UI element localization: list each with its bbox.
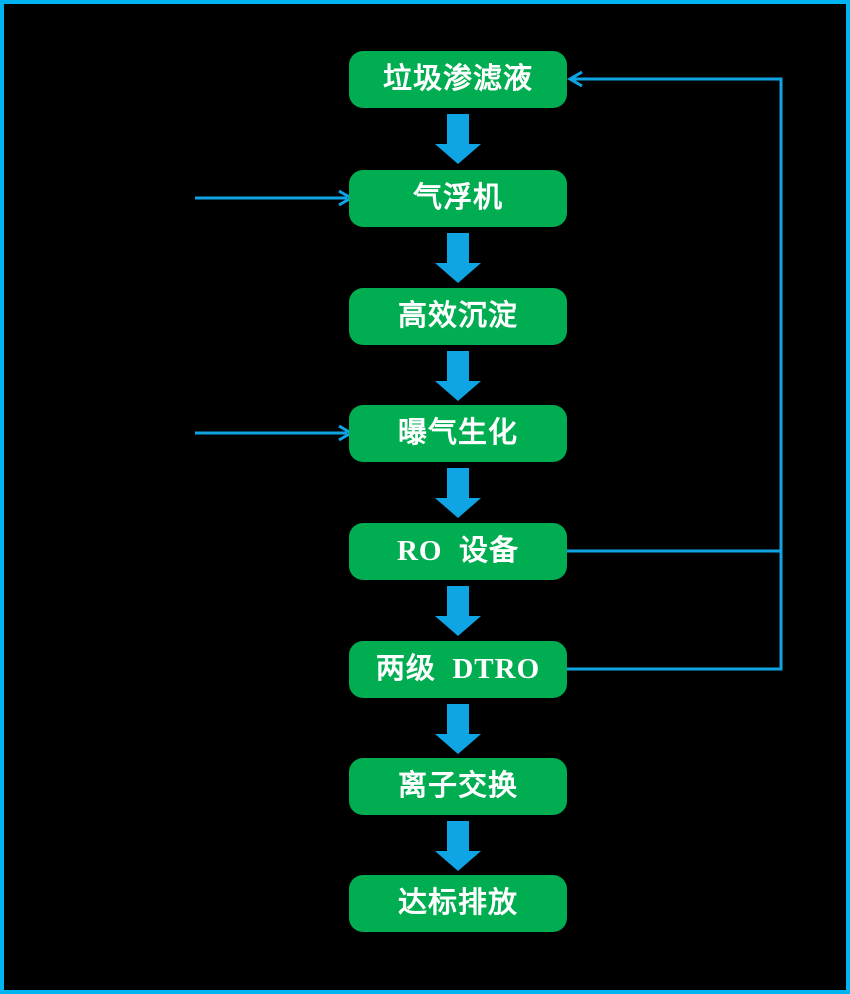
inlet-arrow-aeration-biochemical bbox=[195, 424, 354, 442]
down-arrow-shaft bbox=[447, 586, 469, 616]
node-label-ro-equipment: RO 设备 bbox=[396, 535, 519, 567]
return-arrow-into-leachate bbox=[567, 70, 783, 88]
node-standard-discharge: 达标排放 bbox=[349, 875, 567, 932]
down-arrow-head bbox=[435, 734, 481, 754]
down-arrow-shaft bbox=[447, 233, 469, 263]
down-arrow-shaft bbox=[447, 821, 469, 851]
node-ro-equipment: RO 设备 bbox=[349, 523, 567, 580]
node-aeration-biochemical: 曝气生化 bbox=[349, 405, 567, 462]
node-label-ion-exchange: 离子交换 bbox=[397, 770, 518, 802]
node-label-leachate: 垃圾渗滤液 bbox=[382, 63, 533, 95]
down-arrow-icon-1 bbox=[435, 114, 481, 164]
down-arrow-icon-4 bbox=[435, 468, 481, 518]
down-arrow-head bbox=[435, 498, 481, 518]
down-arrow-icon-2 bbox=[435, 233, 481, 283]
node-label-air-flotation: 气浮机 bbox=[412, 182, 503, 214]
node-ion-exchange: 离子交换 bbox=[349, 758, 567, 815]
down-arrow-head bbox=[435, 144, 481, 164]
down-arrow-head bbox=[435, 381, 481, 401]
node-label-standard-discharge: 达标排放 bbox=[397, 887, 518, 919]
node-two-stage-dtro: 两级 DTRO bbox=[349, 641, 567, 698]
down-arrow-head bbox=[435, 851, 481, 871]
left-chevron-arrowhead-icon bbox=[567, 70, 583, 88]
node-air-flotation: 气浮机 bbox=[349, 170, 567, 227]
down-arrow-shaft bbox=[447, 351, 469, 381]
down-arrow-shaft bbox=[447, 468, 469, 498]
down-arrow-shaft bbox=[447, 114, 469, 144]
down-arrow-icon-3 bbox=[435, 351, 481, 401]
inlet-arrow-air-flotation bbox=[195, 189, 354, 207]
node-label-two-stage-dtro: 两级 DTRO bbox=[375, 653, 541, 685]
down-arrow-head bbox=[435, 263, 481, 283]
down-arrow-icon-7 bbox=[435, 821, 481, 871]
down-arrow-head bbox=[435, 616, 481, 636]
node-high-efficiency-sedimentation: 高效沉淀 bbox=[349, 288, 567, 345]
down-arrow-icon-5 bbox=[435, 586, 481, 636]
node-label-high-efficiency-sedimentation: 高效沉淀 bbox=[397, 300, 518, 332]
down-arrow-shaft bbox=[447, 704, 469, 734]
node-leachate: 垃圾渗滤液 bbox=[349, 51, 567, 108]
down-arrow-icon-6 bbox=[435, 704, 481, 754]
node-label-aeration-biochemical: 曝气生化 bbox=[397, 417, 518, 449]
